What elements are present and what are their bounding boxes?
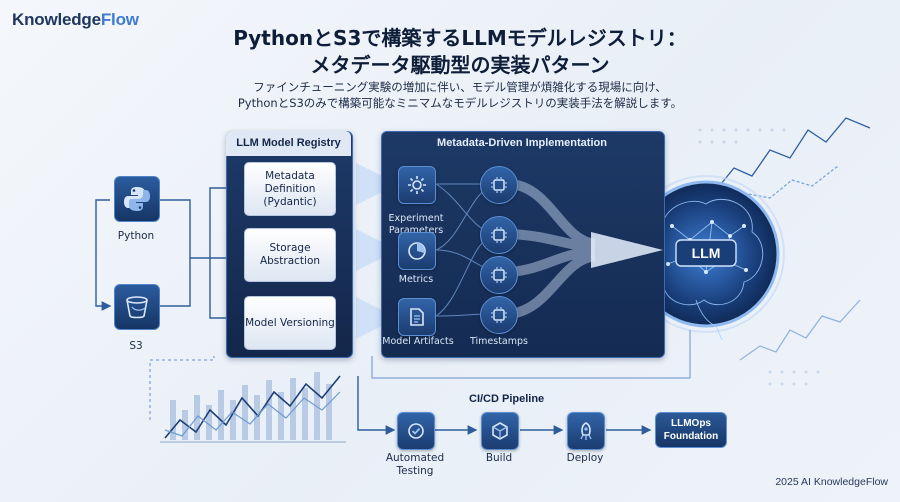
- python-label: Python: [117, 230, 155, 242]
- model-artifacts-label: Model Artifacts: [382, 336, 454, 347]
- subtitle-line2: PythonとS3のみで構築可能なミニマムなモデルレジストリの実装手法を解説しま…: [237, 96, 683, 110]
- deploy-label: Deploy: [566, 452, 604, 464]
- metadata-implementation-title: Metadata-Driven Implementation: [437, 137, 607, 149]
- chip-node-icon: [480, 166, 518, 204]
- subtitle-line1: ファインチューニング実験の増加に伴い、モデル管理が煩雑化する現場に向け、: [253, 80, 667, 94]
- build-box-icon: [481, 412, 519, 450]
- llm-brain-graphic: [627, 175, 785, 341]
- registry-item-model-versioning: Model Versioning: [244, 296, 336, 350]
- brand-logo: KnowledgeFlow: [12, 10, 139, 30]
- llmops-foundation-box: LLMOps Foundation: [655, 412, 727, 448]
- registry-item-metadata-definition: Metadata Definition (Pydantic): [244, 162, 336, 216]
- build-label: Build: [485, 452, 513, 464]
- brand-part1: Knowledge: [12, 10, 101, 29]
- model-artifacts-icon: [398, 298, 436, 336]
- registry-item-label: Metadata Definition (Pydantic): [263, 169, 317, 208]
- s3-bucket-icon: [114, 284, 160, 330]
- cicd-entry-line: [357, 376, 396, 435]
- model-registry-title: LLM Model Registry: [226, 131, 351, 156]
- decorative-chart-bottom-left: [160, 372, 346, 443]
- deploy-rocket-icon: [567, 412, 605, 450]
- python-icon: [114, 176, 160, 222]
- page-title-line2: メタデータ駆動型の実装パターン: [310, 53, 610, 77]
- brand-part2: Flow: [100, 10, 139, 29]
- automated-testing-icon: [397, 412, 435, 450]
- copyright-text: 2025 AI KnowledgeFlow: [775, 476, 888, 488]
- experiment-parameters-icon: [398, 166, 436, 204]
- s3-label: S3: [129, 340, 143, 352]
- registry-item-label: Model Versioning: [245, 316, 335, 329]
- metrics-label: Metrics: [398, 274, 434, 285]
- chip-node-icon: [480, 256, 518, 294]
- automated-testing-label: Automated Testing: [385, 452, 445, 477]
- registry-item-storage-abstraction: Storage Abstraction: [244, 228, 336, 282]
- chip-node-icon: [480, 216, 518, 254]
- llmops-foundation-label: LLMOps Foundation: [663, 418, 719, 442]
- metrics-icon: [398, 232, 436, 270]
- page-title-line1: PythonとS3で構築するLLMモデルレジストリ：: [233, 26, 687, 50]
- decorative-chart-right: [739, 299, 861, 361]
- chip-node-icon: [480, 296, 518, 334]
- llm-label: LLM: [691, 245, 721, 261]
- cicd-pipeline-title: CI/CD Pipeline: [469, 393, 545, 405]
- decorative-dots-top-right: [698, 128, 786, 144]
- registry-item-label: Storage Abstraction: [259, 242, 321, 267]
- llm-feedback-line: [371, 330, 691, 379]
- timestamps-label: Timestamps: [470, 336, 528, 347]
- experiment-parameters-label: Experiment Parameters: [388, 213, 444, 236]
